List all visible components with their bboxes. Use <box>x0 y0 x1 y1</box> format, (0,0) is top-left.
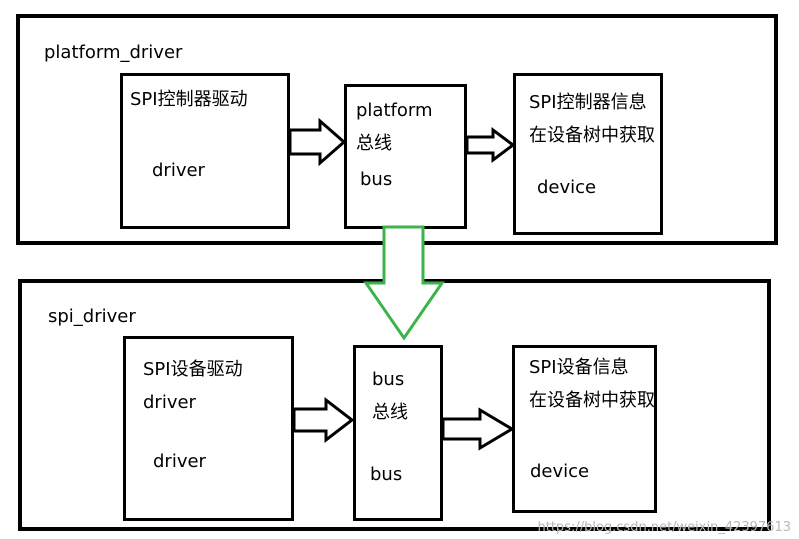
spi-device-driver-box <box>123 336 294 521</box>
right-arrow-icon <box>288 117 347 167</box>
bus-label-2: bus <box>370 464 403 485</box>
right-arrow-icon <box>441 407 515 451</box>
spi-device-info-label: SPI设备信息 <box>529 357 629 378</box>
device-label: device <box>537 177 597 198</box>
spi-controller-device-box <box>513 73 663 235</box>
device-tree-label: 在设备树中获取 <box>529 125 655 146</box>
device-label-2: device <box>530 461 590 482</box>
down-arrow-icon <box>363 225 445 341</box>
driver-label: driver <box>152 160 205 181</box>
spi-device-driver-label: SPI设备驱动 <box>143 359 243 380</box>
driver-label-1: driver <box>143 392 196 413</box>
device-tree-label-2: 在设备树中获取 <box>529 390 655 411</box>
bus-cn-label: 总线 <box>356 133 392 154</box>
right-arrow-icon <box>465 127 516 163</box>
right-arrow-icon <box>292 396 355 444</box>
platform-driver-title: platform_driver <box>44 42 183 63</box>
driver-label-2: driver <box>153 451 206 472</box>
spi-driver-title: spi_driver <box>48 306 136 327</box>
spi-controller-driver-label: SPI控制器驱动 <box>130 89 248 110</box>
spi-device-info-box <box>512 345 657 513</box>
spi-controller-info-label: SPI控制器信息 <box>529 92 647 113</box>
bus-label: bus <box>360 169 393 190</box>
spi-controller-driver-box <box>120 73 290 229</box>
watermark: https://blog.csdn.net/weixin_42397613 <box>537 520 791 535</box>
bus-label-1: bus <box>372 369 405 390</box>
platform-label: platform <box>356 100 433 121</box>
platform-bus-box <box>344 84 467 229</box>
bus-cn-label-2: 总线 <box>372 402 408 423</box>
